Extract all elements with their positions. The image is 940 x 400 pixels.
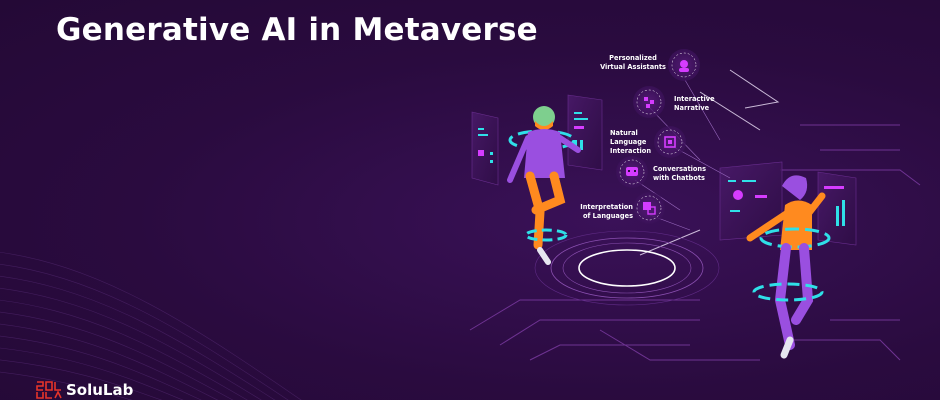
left-avatar-figure	[507, 106, 581, 265]
feature-label-narrative: Interactive Narrative	[674, 95, 715, 112]
chatbot-icon	[616, 156, 648, 188]
feature-label-assistants: Personalized Virtual Assistants	[600, 54, 666, 71]
holo-panels	[471, 94, 857, 246]
brand-name: SoluLab	[66, 381, 134, 399]
solulab-logo-icon	[36, 381, 62, 399]
language-interaction-icon	[654, 126, 686, 158]
narrative-icon	[633, 86, 665, 118]
right-avatar-figure	[746, 175, 831, 359]
circuit-lines	[469, 124, 921, 361]
assistant-icon	[668, 49, 700, 81]
page-title: Generative AI in Metaverse	[56, 12, 538, 48]
wave-lines	[0, 251, 302, 400]
portal	[534, 230, 720, 306]
feature-label-language-interaction: Natural Language Interaction	[610, 129, 652, 155]
feature-label-interpretation: Interpretation of Languages	[580, 203, 633, 220]
translation-icon	[633, 192, 665, 224]
light-streaks	[639, 69, 780, 256]
feature-label-chatbots: Conversations with Chatbots	[653, 165, 707, 182]
